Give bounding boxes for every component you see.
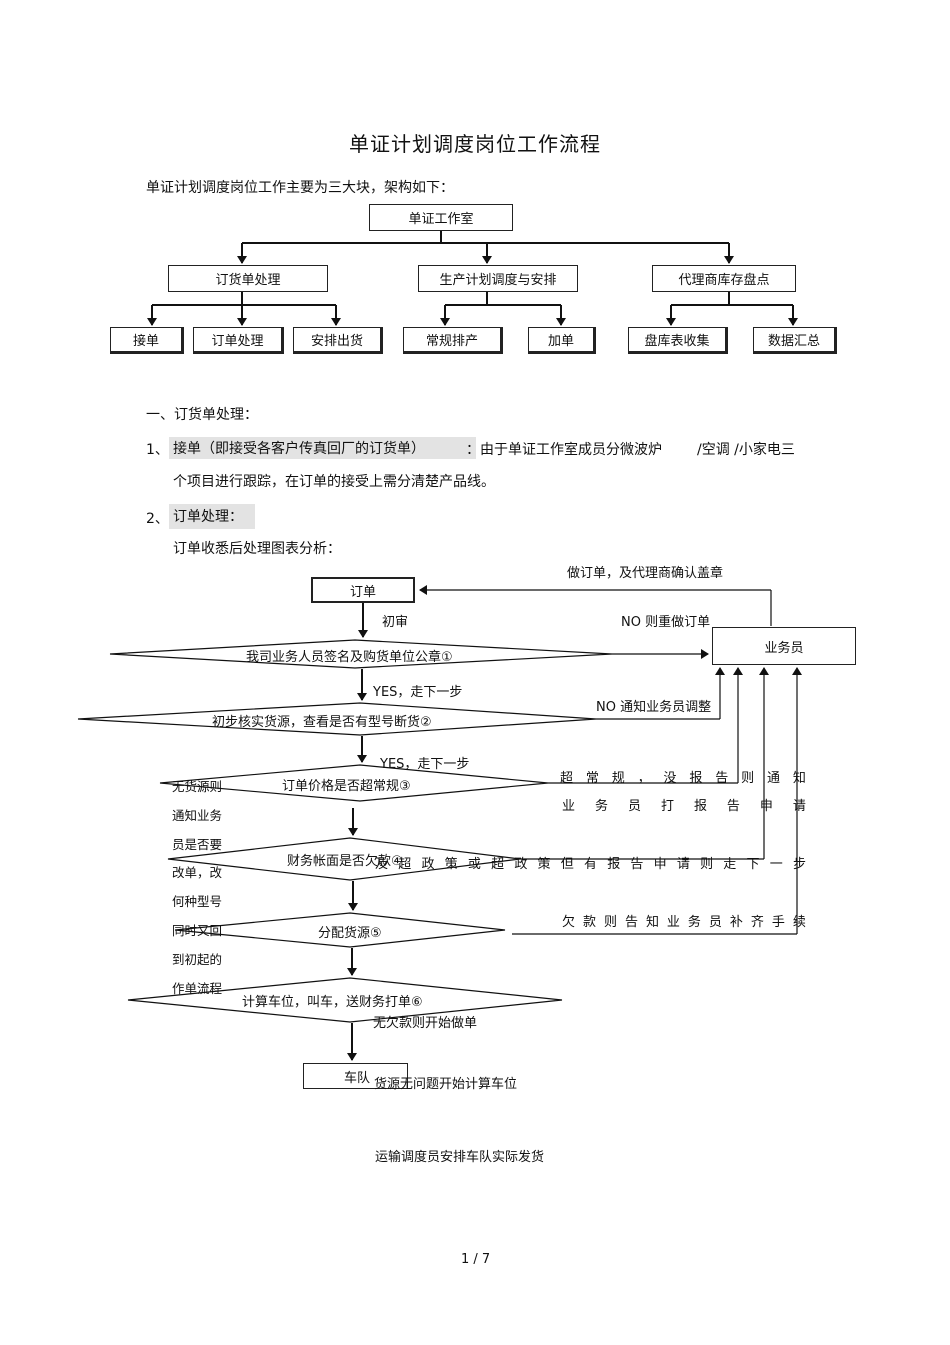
flow-top-note: 做订单，及代理商确认盖章	[567, 566, 724, 581]
flow-right-note-4: 欠款则告知业务员补齐手续	[562, 915, 806, 930]
flow-decision-5: 分配货源⑤	[318, 926, 382, 941]
flow-decision-1: 我司业务人员签名及购货单位公章①	[246, 650, 453, 665]
item1-number: 1、	[146, 442, 169, 458]
flow-right-note-1: 超常规，没报告则通知	[560, 771, 806, 786]
item1-text-b: /空调 /小家电三	[697, 442, 795, 458]
flow-decision-6: 计算车位，叫车，送财务打单⑥	[242, 995, 423, 1010]
flow-no-notify: NO 通知业务员调整	[596, 700, 712, 715]
item1-text-c: 个项目进行跟踪，在订单的接受上需分清楚产品线。	[173, 474, 495, 490]
flow-decision-3: 订单价格是否超常规③	[282, 779, 411, 794]
flow-decision-4: 财务帐面是否欠款④	[287, 854, 403, 869]
item1-colon: ：	[466, 442, 480, 458]
flow-right-note-2: 业务员打报告申请	[562, 799, 806, 814]
org-branch-orders: 订货单处理	[168, 265, 328, 292]
flow-right-note-3: 及超政策或超政策但有报告申请则走下一步	[375, 857, 806, 872]
page-title: 单证计划调度岗位工作流程	[349, 132, 601, 156]
intro-text: 单证计划调度岗位工作主要为三大块，架构如下：	[146, 180, 454, 196]
item2-number: 2、	[146, 511, 169, 527]
decision-d6	[127, 977, 563, 1023]
org-leaf-receive: 接单	[110, 327, 184, 354]
page-number: 1 / 7	[461, 1252, 491, 1267]
org-leaf-add: 加单	[528, 327, 596, 354]
flow-first-review: 初审	[382, 615, 409, 630]
org-root: 单证工作室	[369, 204, 513, 231]
org-leaf-ship: 安排出货	[293, 327, 383, 354]
flow-yes-2: YES，走下一步	[380, 757, 470, 772]
item2-title: 订单处理：	[169, 504, 255, 529]
org-leaf-process: 订单处理	[193, 327, 284, 354]
decision-d5	[174, 912, 506, 948]
item1-text-a: 由于单证工作室成员分微波炉	[480, 442, 662, 458]
flow-left-note: 无货源则通知业务员是否要改单，改何种型号同时又回到初起的作单流程	[172, 779, 223, 996]
item1-title: 接单（即接受各客户传真回厂的订货单）	[169, 437, 476, 459]
flow-no-redo: NO 则重做订单	[621, 615, 711, 630]
flow-no-debt: 无欠款则开始做单	[373, 1016, 478, 1031]
org-leaf-summary: 数据汇总	[753, 327, 837, 354]
flow-yes-1: YES，走下一步	[373, 685, 463, 700]
org-branch-production: 生产计划调度与安排	[418, 265, 578, 292]
flow-decision-2: 初步核实货源，查看是否有型号断货②	[212, 715, 432, 730]
flow-fleet-box: 车队	[303, 1063, 408, 1089]
flow-salesman-box: 业务员	[712, 627, 856, 665]
org-branch-inventory: 代理商库存盘点	[652, 265, 796, 292]
flow-source-ok: 货源无问题开始计算车位	[374, 1077, 518, 1092]
flow-transport-note: 运输调度员安排车队实际发货	[375, 1150, 545, 1165]
org-leaf-regular: 常规排产	[403, 327, 503, 354]
org-leaf-stock-sheet: 盘库表收集	[628, 327, 728, 354]
item2-subtitle: 订单收悉后处理图表分析：	[173, 541, 341, 557]
flow-order-box: 订单	[311, 577, 415, 603]
section-heading: 一、订货单处理：	[146, 407, 258, 423]
